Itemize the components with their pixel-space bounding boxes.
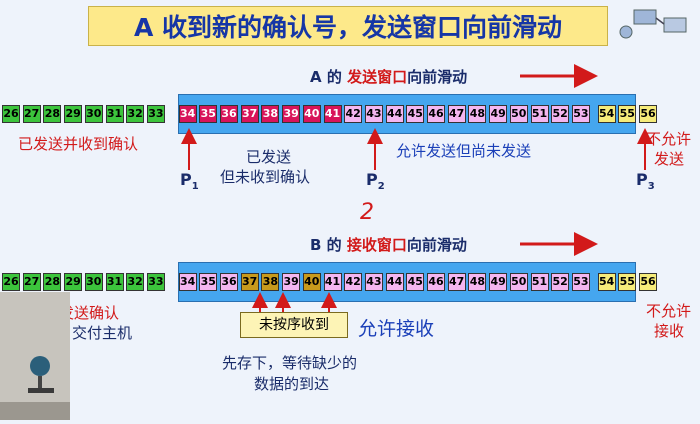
seq-cell-50: 50 xyxy=(509,273,528,291)
receiver-title-suffix: 向前滑动 xyxy=(406,236,467,254)
seq-cell-39: 39 xyxy=(282,105,301,123)
seq-cell-36: 36 xyxy=(220,273,238,291)
seq-cell-27: 27 xyxy=(22,273,41,291)
seq-cell-47: 47 xyxy=(447,105,466,123)
seq-cell-45: 45 xyxy=(406,273,425,291)
seq-cell-26: 26 xyxy=(2,105,20,123)
seq-cell-54: 54 xyxy=(597,105,616,123)
sender-label-not-allowed-1: 不允许 xyxy=(646,130,692,148)
seq-cell-30: 30 xyxy=(84,105,103,123)
receiver-label-not-allowed-1: 不允许 xyxy=(646,302,692,320)
sender-label-sent-1: 已发送 xyxy=(246,148,292,166)
seq-cell-32: 32 xyxy=(126,105,145,123)
seq-cell-55: 55 xyxy=(618,105,637,123)
seq-cell-55: 55 xyxy=(618,273,637,291)
presenter-video xyxy=(0,292,70,420)
seq-cell-48: 48 xyxy=(468,105,487,123)
seq-cell-45: 45 xyxy=(406,105,425,123)
seq-cell-32: 32 xyxy=(126,273,145,291)
seq-cell-46: 46 xyxy=(427,105,445,123)
seq-cell-49: 49 xyxy=(489,273,508,291)
sender-title-prefix: A 的 xyxy=(310,68,342,86)
seq-cell-42: 42 xyxy=(344,105,363,123)
pointer-p2: P2 xyxy=(366,170,385,193)
seq-cell-56: 56 xyxy=(639,273,657,291)
seq-cell-46: 46 xyxy=(427,273,445,291)
receiver-title-highlight: 接收窗口 xyxy=(346,236,407,254)
seq-cell-28: 28 xyxy=(43,105,62,123)
sender-title-suffix: 向前滑动 xyxy=(407,68,468,86)
seq-cell-33: 33 xyxy=(146,273,165,291)
seq-cell-27: 27 xyxy=(22,105,41,123)
seq-cell-29: 29 xyxy=(64,273,83,291)
seq-cell-36: 36 xyxy=(220,105,238,123)
sender-label-not-allowed-2: 发送 xyxy=(654,150,685,168)
receiver-title-prefix: B 的 xyxy=(310,236,342,254)
seq-cell-49: 49 xyxy=(489,105,508,123)
sender-window-title: A 的 发送窗口向前滑动 xyxy=(310,66,467,87)
seq-cell-41: 41 xyxy=(323,273,342,291)
seq-cell-51: 51 xyxy=(530,273,549,291)
seq-cell-56: 56 xyxy=(639,105,657,123)
handwritten-mark: 2 xyxy=(360,200,374,225)
seq-cell-40: 40 xyxy=(302,273,321,291)
seq-cell-37: 37 xyxy=(240,105,259,123)
seq-cell-48: 48 xyxy=(468,273,487,291)
out-of-order-box: 未按序收到 xyxy=(240,312,348,338)
receiver-label-acked-2: 交付主机 xyxy=(72,324,133,342)
receiver-window-title: B 的 接收窗口向前滑动 xyxy=(310,234,467,255)
seq-cell-47: 47 xyxy=(447,273,466,291)
slide-title: A 收到新的确认号，发送窗口向前滑动 xyxy=(88,6,608,46)
seq-cell-35: 35 xyxy=(199,105,218,123)
seq-cell-42: 42 xyxy=(344,273,363,291)
seq-cell-31: 31 xyxy=(105,273,124,291)
sender-title-highlight: 发送窗口 xyxy=(347,68,408,86)
receiver-label-not-allowed-2: 接收 xyxy=(654,322,685,340)
receiver-note-2: 数据的到达 xyxy=(254,375,330,393)
pointer-p1: P1 xyxy=(180,170,199,193)
seq-cell-33: 33 xyxy=(146,105,165,123)
seq-cell-26: 26 xyxy=(2,273,20,291)
seq-cell-30: 30 xyxy=(84,273,103,291)
seq-cell-50: 50 xyxy=(509,105,528,123)
sender-label-sent-2: 但未收到确认 xyxy=(220,168,311,186)
seq-cell-39: 39 xyxy=(282,273,301,291)
seq-cell-34: 34 xyxy=(178,273,197,291)
network-icon xyxy=(619,9,687,39)
seq-cell-28: 28 xyxy=(43,273,62,291)
seq-cell-40: 40 xyxy=(302,105,321,123)
seq-cell-38: 38 xyxy=(261,273,280,291)
seq-cell-43: 43 xyxy=(364,273,383,291)
pointer-p3: P3 xyxy=(636,170,655,193)
seq-cell-44: 44 xyxy=(385,273,404,291)
receiver-note-1: 先存下，等待缺少的 xyxy=(222,354,358,372)
sender-label-acked: 已发送并收到确认 xyxy=(18,135,139,153)
seq-cell-52: 52 xyxy=(551,273,570,291)
seq-cell-51: 51 xyxy=(530,105,549,123)
seq-cell-38: 38 xyxy=(261,105,280,123)
seq-cell-31: 31 xyxy=(105,105,124,123)
seq-cell-54: 54 xyxy=(597,273,616,291)
seq-cell-34: 34 xyxy=(178,105,197,123)
seq-cell-37: 37 xyxy=(240,273,259,291)
receiver-label-allowed: 允许接收 xyxy=(358,318,435,340)
sender-label-allowed: 允许发送但尚未发送 xyxy=(396,142,532,160)
seq-cell-43: 43 xyxy=(364,105,383,123)
seq-cell-53: 53 xyxy=(571,273,590,291)
seq-cell-53: 53 xyxy=(571,105,590,123)
seq-cell-35: 35 xyxy=(199,273,218,291)
seq-cell-29: 29 xyxy=(64,105,83,123)
seq-cell-52: 52 xyxy=(551,105,570,123)
seq-cell-44: 44 xyxy=(385,105,404,123)
seq-cell-41: 41 xyxy=(323,105,342,123)
